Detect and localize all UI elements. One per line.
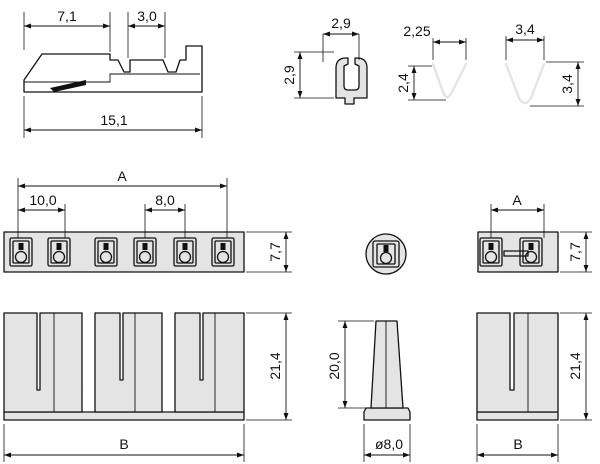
dim-21-4-multi: 21,4 — [267, 352, 283, 379]
dim-B-two: B — [513, 436, 522, 452]
housing-round-front-view: 20,0 ø8,0 — [326, 320, 411, 462]
housing-round-top-view — [365, 233, 407, 275]
terminal-front-view: 2,9 2,9 — [281, 15, 368, 105]
dim-A-two: A — [512, 192, 522, 208]
dim-7-7-two: 7,7 — [567, 242, 583, 262]
dim-diameter-8-0: ø8,0 — [375, 436, 403, 452]
dim-21-4-two: 21,4 — [567, 352, 583, 379]
dim-8-0: 8,0 — [155, 192, 175, 208]
housing-two-top-view: A 7,7 — [477, 192, 592, 273]
dim-3-0: 3,0 — [137, 8, 157, 24]
dim-7-7-multi: 7,7 — [267, 242, 283, 262]
dim-3-4-height: 3,4 — [559, 74, 575, 94]
dim-2-4: 2,4 — [395, 73, 411, 93]
housing-multi-front-view: 21,4 B — [3, 312, 292, 462]
dim-2-9-height: 2,9 — [281, 65, 297, 85]
dim-7-1: 7,1 — [57, 8, 77, 24]
terminal-side-view: 7,1 3,0 15,1 — [23, 8, 203, 138]
dim-A-multi: A — [117, 168, 127, 184]
housing-slot — [9, 237, 33, 267]
dim-2-9-width: 2,9 — [331, 15, 351, 31]
housing-multi-top-view: A 10,0 8,0 7,7 — [3, 168, 292, 273]
crimp-v-large: 3,4 3,4 — [504, 21, 584, 107]
crimp-v-small: 2,25 2,4 — [395, 23, 468, 101]
dim-10-0: 10,0 — [29, 192, 56, 208]
dim-B-multi: B — [119, 436, 128, 452]
dim-2-25: 2,25 — [403, 23, 430, 39]
dim-15-1: 15,1 — [100, 112, 127, 128]
dim-20-0: 20,0 — [326, 352, 342, 379]
housing-two-front-view: 21,4 B — [476, 312, 592, 462]
dim-3-4-width: 3,4 — [515, 21, 535, 37]
